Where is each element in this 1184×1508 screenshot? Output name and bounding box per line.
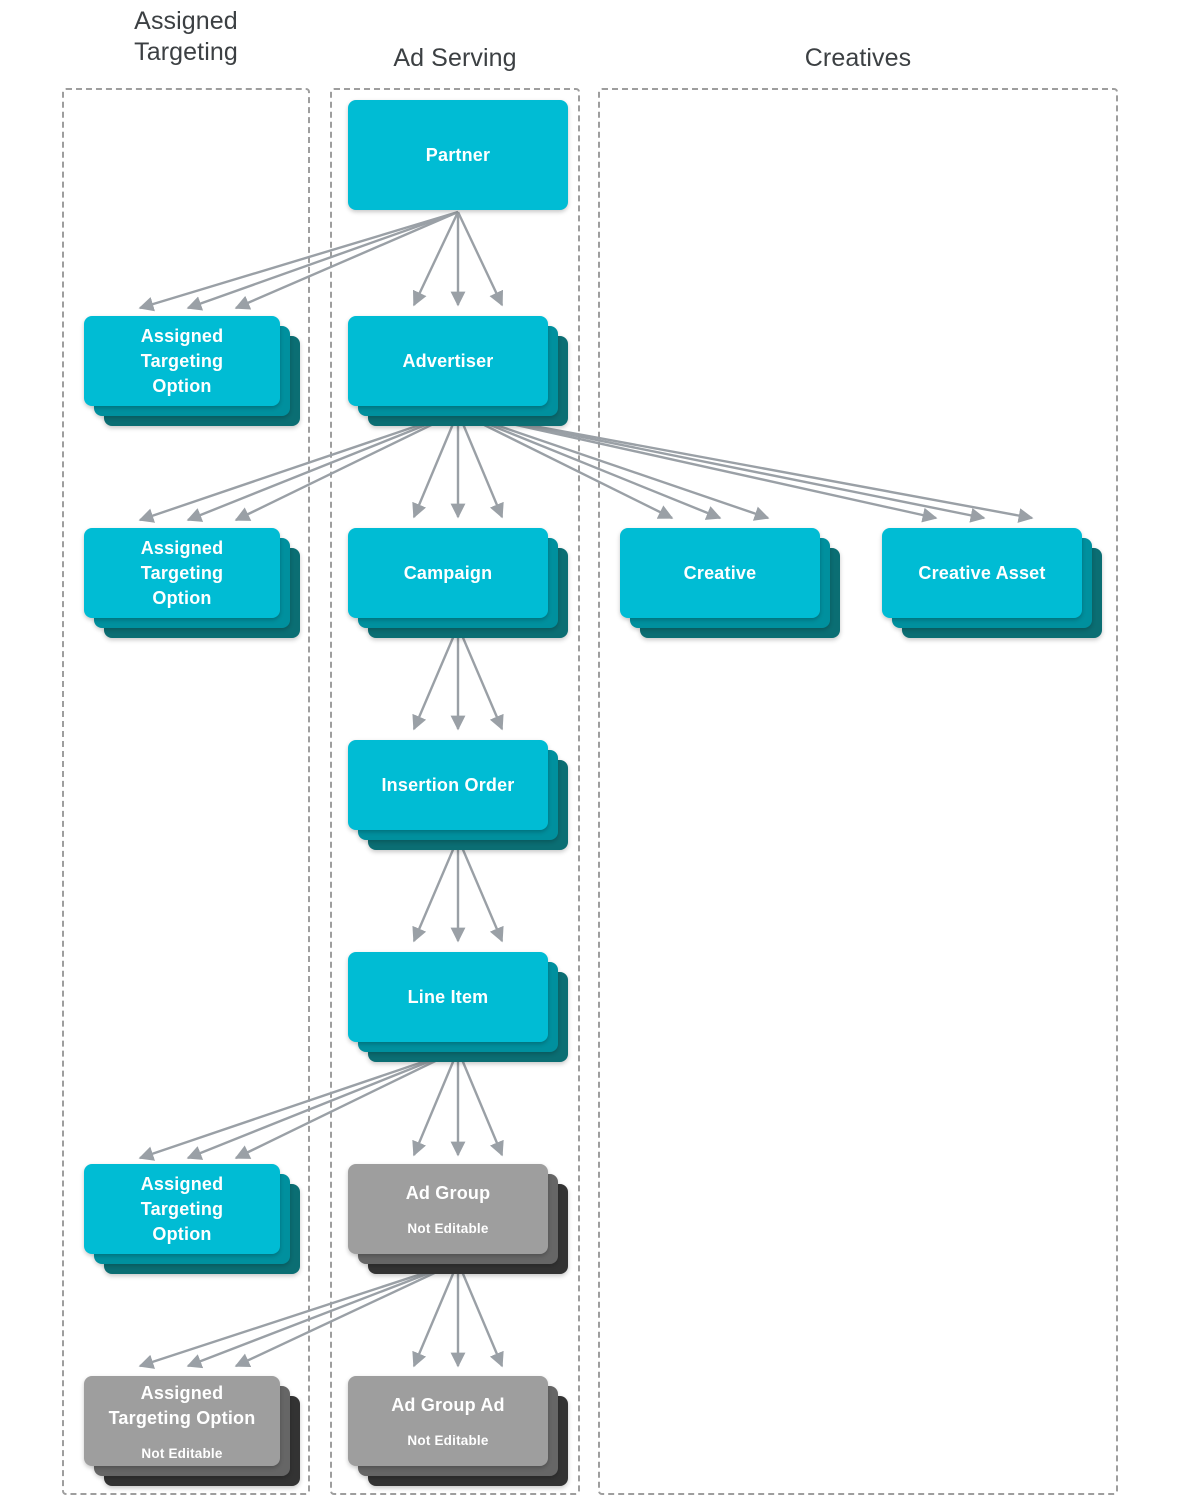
node-partner-card[interactable]: Partner [348, 100, 568, 210]
node-card[interactable]: Creative [620, 528, 820, 618]
node-partner-label: Partner [425, 144, 491, 165]
group-box-assigned-targeting [62, 88, 310, 1495]
node-assigned-targeting-option-line-item[interactable]: Assigned Targeting Option [84, 1164, 300, 1274]
group-title-assigned-targeting: Assigned Targeting [134, 7, 238, 66]
node-label: Campaign [403, 562, 493, 583]
node-insertion-order[interactable]: Insertion Order [348, 740, 568, 850]
node-assigned-targeting-option-ad-group[interactable]: Assigned Targeting Option Not Editable [84, 1376, 300, 1486]
node-label: Ad Group [405, 1183, 491, 1203]
node-card[interactable]: Insertion Order [348, 740, 548, 830]
group-title-creatives: Creatives [804, 44, 912, 72]
node-assigned-targeting-option-advertiser[interactable]: Assigned Targeting Option [84, 528, 300, 638]
node-label: Assigned Targeting Option [140, 537, 224, 608]
node-label: Assigned Targeting Option [140, 325, 224, 396]
node-card[interactable]: Line Item [348, 952, 548, 1042]
node-readonly-badge: Not Editable [407, 1433, 489, 1448]
node-card[interactable]: Assigned Targeting Option [84, 528, 280, 618]
node-creative-asset[interactable]: Creative Asset [882, 528, 1102, 638]
node-card[interactable]: Creative Asset [882, 528, 1082, 618]
node-partner[interactable]: Partner [348, 100, 568, 210]
node-card[interactable]: Ad Group Ad Not Editable [348, 1376, 548, 1466]
node-ad-group[interactable]: Ad Group Not Editable [348, 1164, 568, 1274]
node-card[interactable]: Ad Group Not Editable [348, 1164, 548, 1254]
node-label: Creative Asset [918, 562, 1046, 583]
node-card[interactable]: Assigned Targeting Option [84, 316, 280, 406]
node-card[interactable]: Campaign [348, 528, 548, 618]
node-label: Assigned Targeting Option [108, 1382, 256, 1428]
node-label: Assigned Targeting Option [140, 1173, 224, 1244]
node-creative[interactable]: Creative [620, 528, 840, 638]
node-label: Advertiser [402, 350, 494, 371]
node-campaign[interactable]: Campaign [348, 528, 568, 638]
node-card[interactable]: Assigned Targeting Option Not Editable [84, 1376, 280, 1466]
node-line-item[interactable]: Line Item [348, 952, 568, 1062]
node-assigned-targeting-option-partner[interactable]: Assigned Targeting Option [84, 316, 300, 426]
node-ad-group-ad[interactable]: Ad Group Ad Not Editable [348, 1376, 568, 1486]
node-readonly-badge: Not Editable [407, 1221, 489, 1236]
group-box-creatives [598, 88, 1118, 1495]
node-card[interactable]: Advertiser [348, 316, 548, 406]
node-label: Line Item [407, 986, 489, 1007]
node-readonly-badge: Not Editable [141, 1445, 223, 1461]
node-advertiser[interactable]: Advertiser [348, 316, 568, 426]
group-title-ad-serving: Ad Serving [393, 44, 517, 72]
group-box-ad-serving [330, 88, 580, 1495]
node-label: Insertion Order [381, 774, 515, 795]
node-label: Ad Group Ad [391, 1395, 505, 1415]
node-label: Creative [683, 562, 757, 583]
node-card[interactable]: Assigned Targeting Option [84, 1164, 280, 1254]
